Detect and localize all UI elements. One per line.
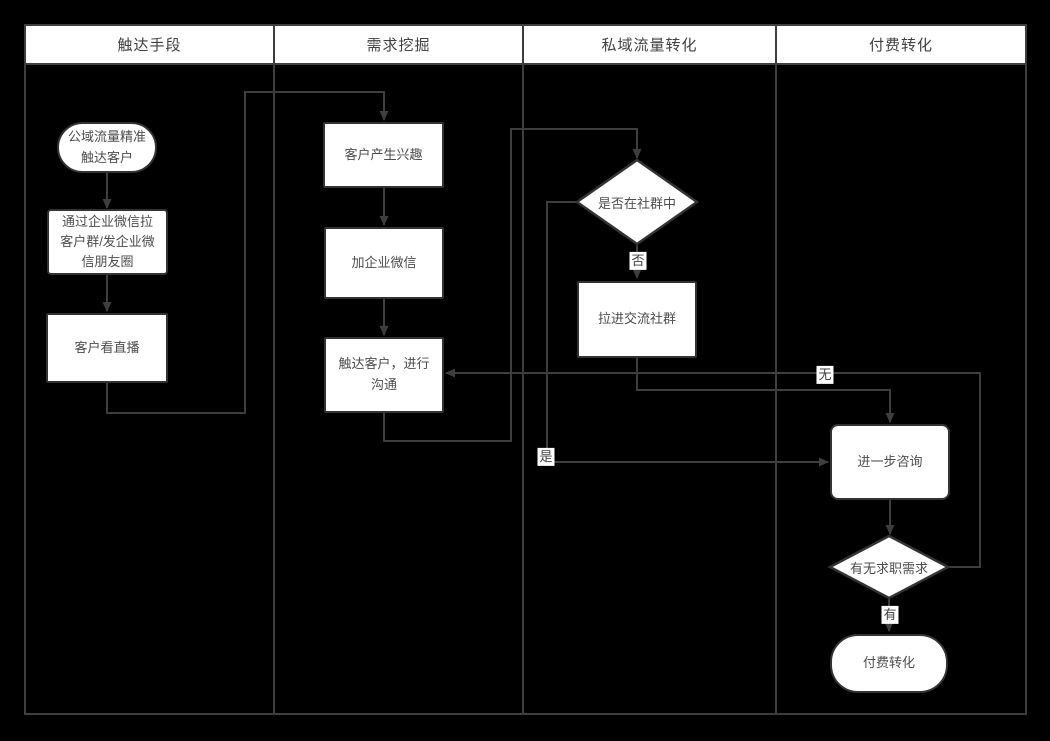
node-job-need-diamond[interactable] [827, 534, 951, 600]
edge-label-none: 无 [816, 365, 834, 385]
node-customer-interest[interactable]: 客户产生兴趣 [323, 122, 444, 188]
edge-contact-to-incommunity [383, 128, 642, 442]
edge-incommunity-yes-to-consult [546, 201, 829, 467]
node-join-community[interactable]: 拉进交流社群 [577, 281, 697, 358]
edge-live-to-interest [106, 91, 389, 414]
edge-label-has: 有 [881, 605, 899, 625]
edge-join-to-consult [636, 358, 895, 423]
lane-header-paid-conversion: 付费转化 [868, 37, 933, 54]
node-add-wecom[interactable]: 加企业微信 [324, 227, 444, 299]
edge-jobneed-none-to-contact [445, 368, 981, 568]
lane-header-private-traffic: 私域流量转化 [524, 26, 777, 63]
node-further-consult[interactable]: 进一步咨询 [830, 424, 950, 500]
node-paid-conversion[interactable]: 付费转化 [830, 634, 948, 693]
edge-label-no: 否 [629, 251, 647, 271]
lane-header-demand-mining: 需求挖掘 [275, 26, 524, 63]
node-watch-live[interactable]: 客户看直播 [46, 313, 168, 383]
edge-label-yes: 是 [537, 447, 555, 467]
swimlane-header-band: 触达手段 需求挖掘 私域流量转化 付费转化 [24, 24, 1027, 65]
node-public-reach[interactable]: 公域流量精准触达客户 [57, 122, 157, 173]
node-wecom-group[interactable]: 通过企业微信拉客户群/发企业微信朋友圈 [47, 209, 168, 275]
lane-divider-1 [273, 65, 275, 713]
lane-divider-2 [522, 65, 524, 713]
lane-header-reach-methods: 触达手段 [26, 26, 275, 63]
node-contact-customer[interactable]: 触达客户，进行沟通 [324, 337, 444, 413]
node-in-community-diamond[interactable] [574, 158, 700, 246]
